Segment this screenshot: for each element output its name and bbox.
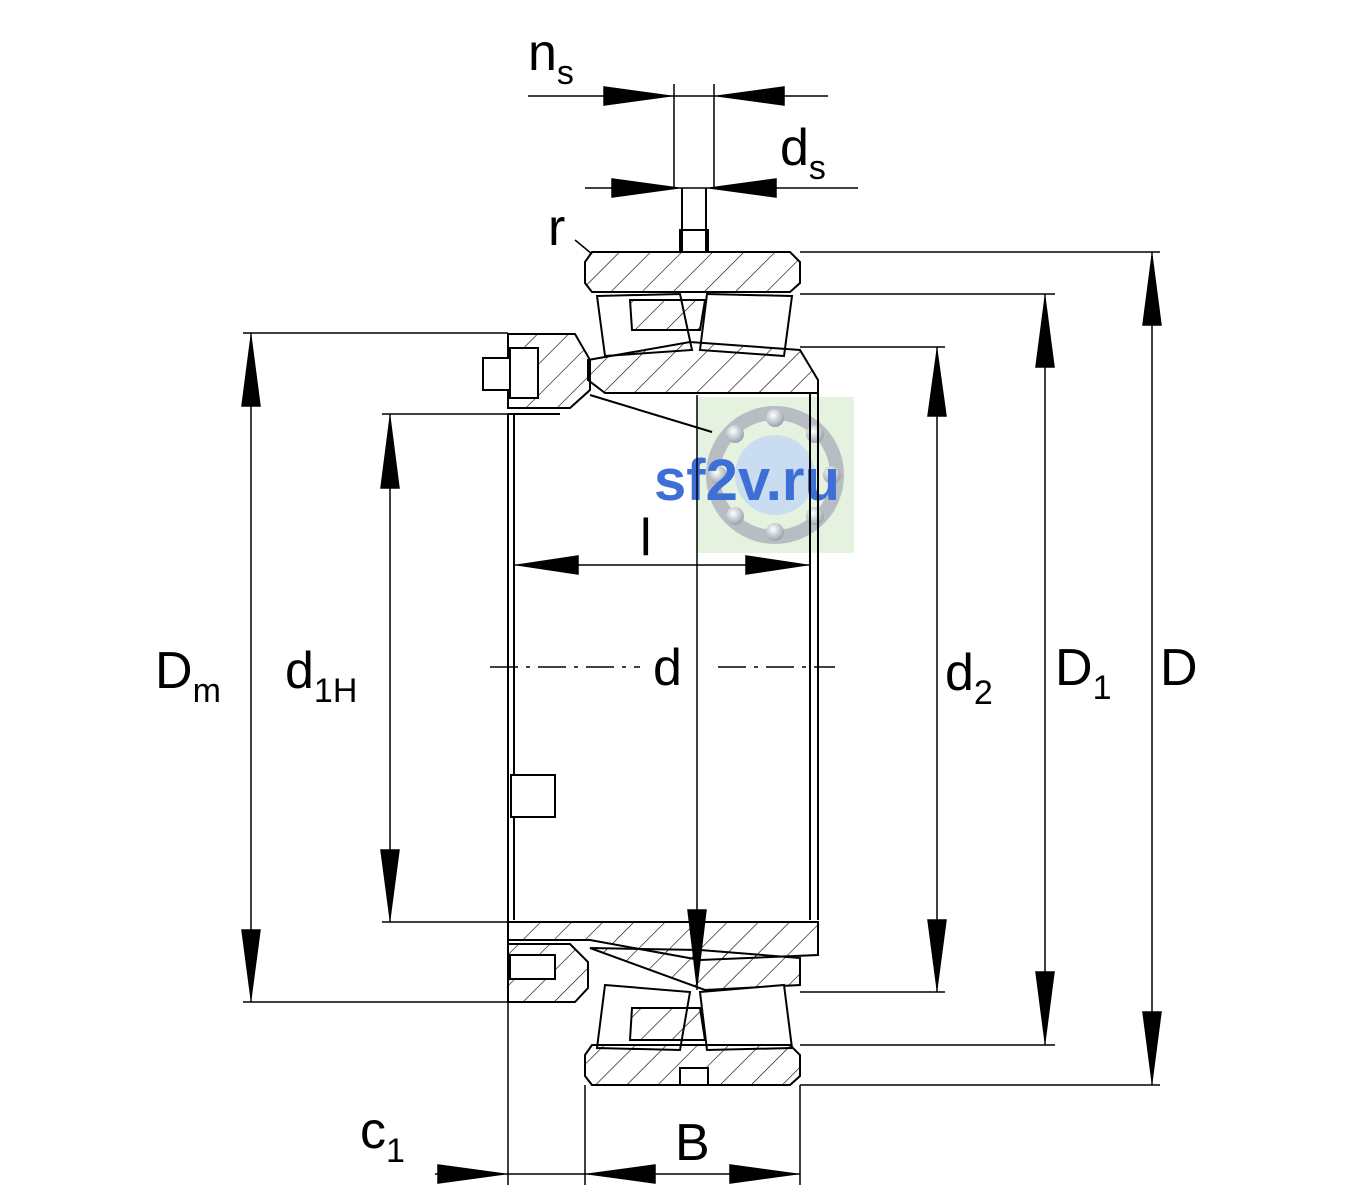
locknut-top <box>482 333 591 409</box>
label-r: r <box>548 199 565 257</box>
center-line <box>490 395 835 990</box>
roller-bottom <box>595 983 794 1052</box>
outer-ring-top <box>584 188 801 293</box>
label-l: l <box>640 509 652 567</box>
label-d2: d2 <box>945 644 993 712</box>
watermark: sf2v.ru <box>654 397 854 553</box>
label-ns: ns <box>528 24 574 92</box>
label-d1H: d1H <box>285 642 357 710</box>
label-ds: ds <box>780 119 826 187</box>
roller-top <box>595 292 794 358</box>
label-D: D <box>1160 639 1198 697</box>
label-Dm: Dm <box>155 642 221 710</box>
bearing-logo-icon <box>706 406 844 544</box>
label-d: d <box>653 639 682 697</box>
locknut-bottom <box>507 943 589 1003</box>
watermark-text: sf2v.ru <box>654 448 840 513</box>
outer-ring-bottom <box>584 1044 801 1086</box>
label-c1: c1 <box>360 1102 405 1170</box>
label-D1: D1 <box>1055 639 1111 707</box>
dimension-labels: ns ds r l d Dm d1H d2 D1 D c1 B <box>155 24 1198 1172</box>
dimension-lines <box>241 84 1162 1185</box>
label-B: B <box>675 1114 710 1172</box>
